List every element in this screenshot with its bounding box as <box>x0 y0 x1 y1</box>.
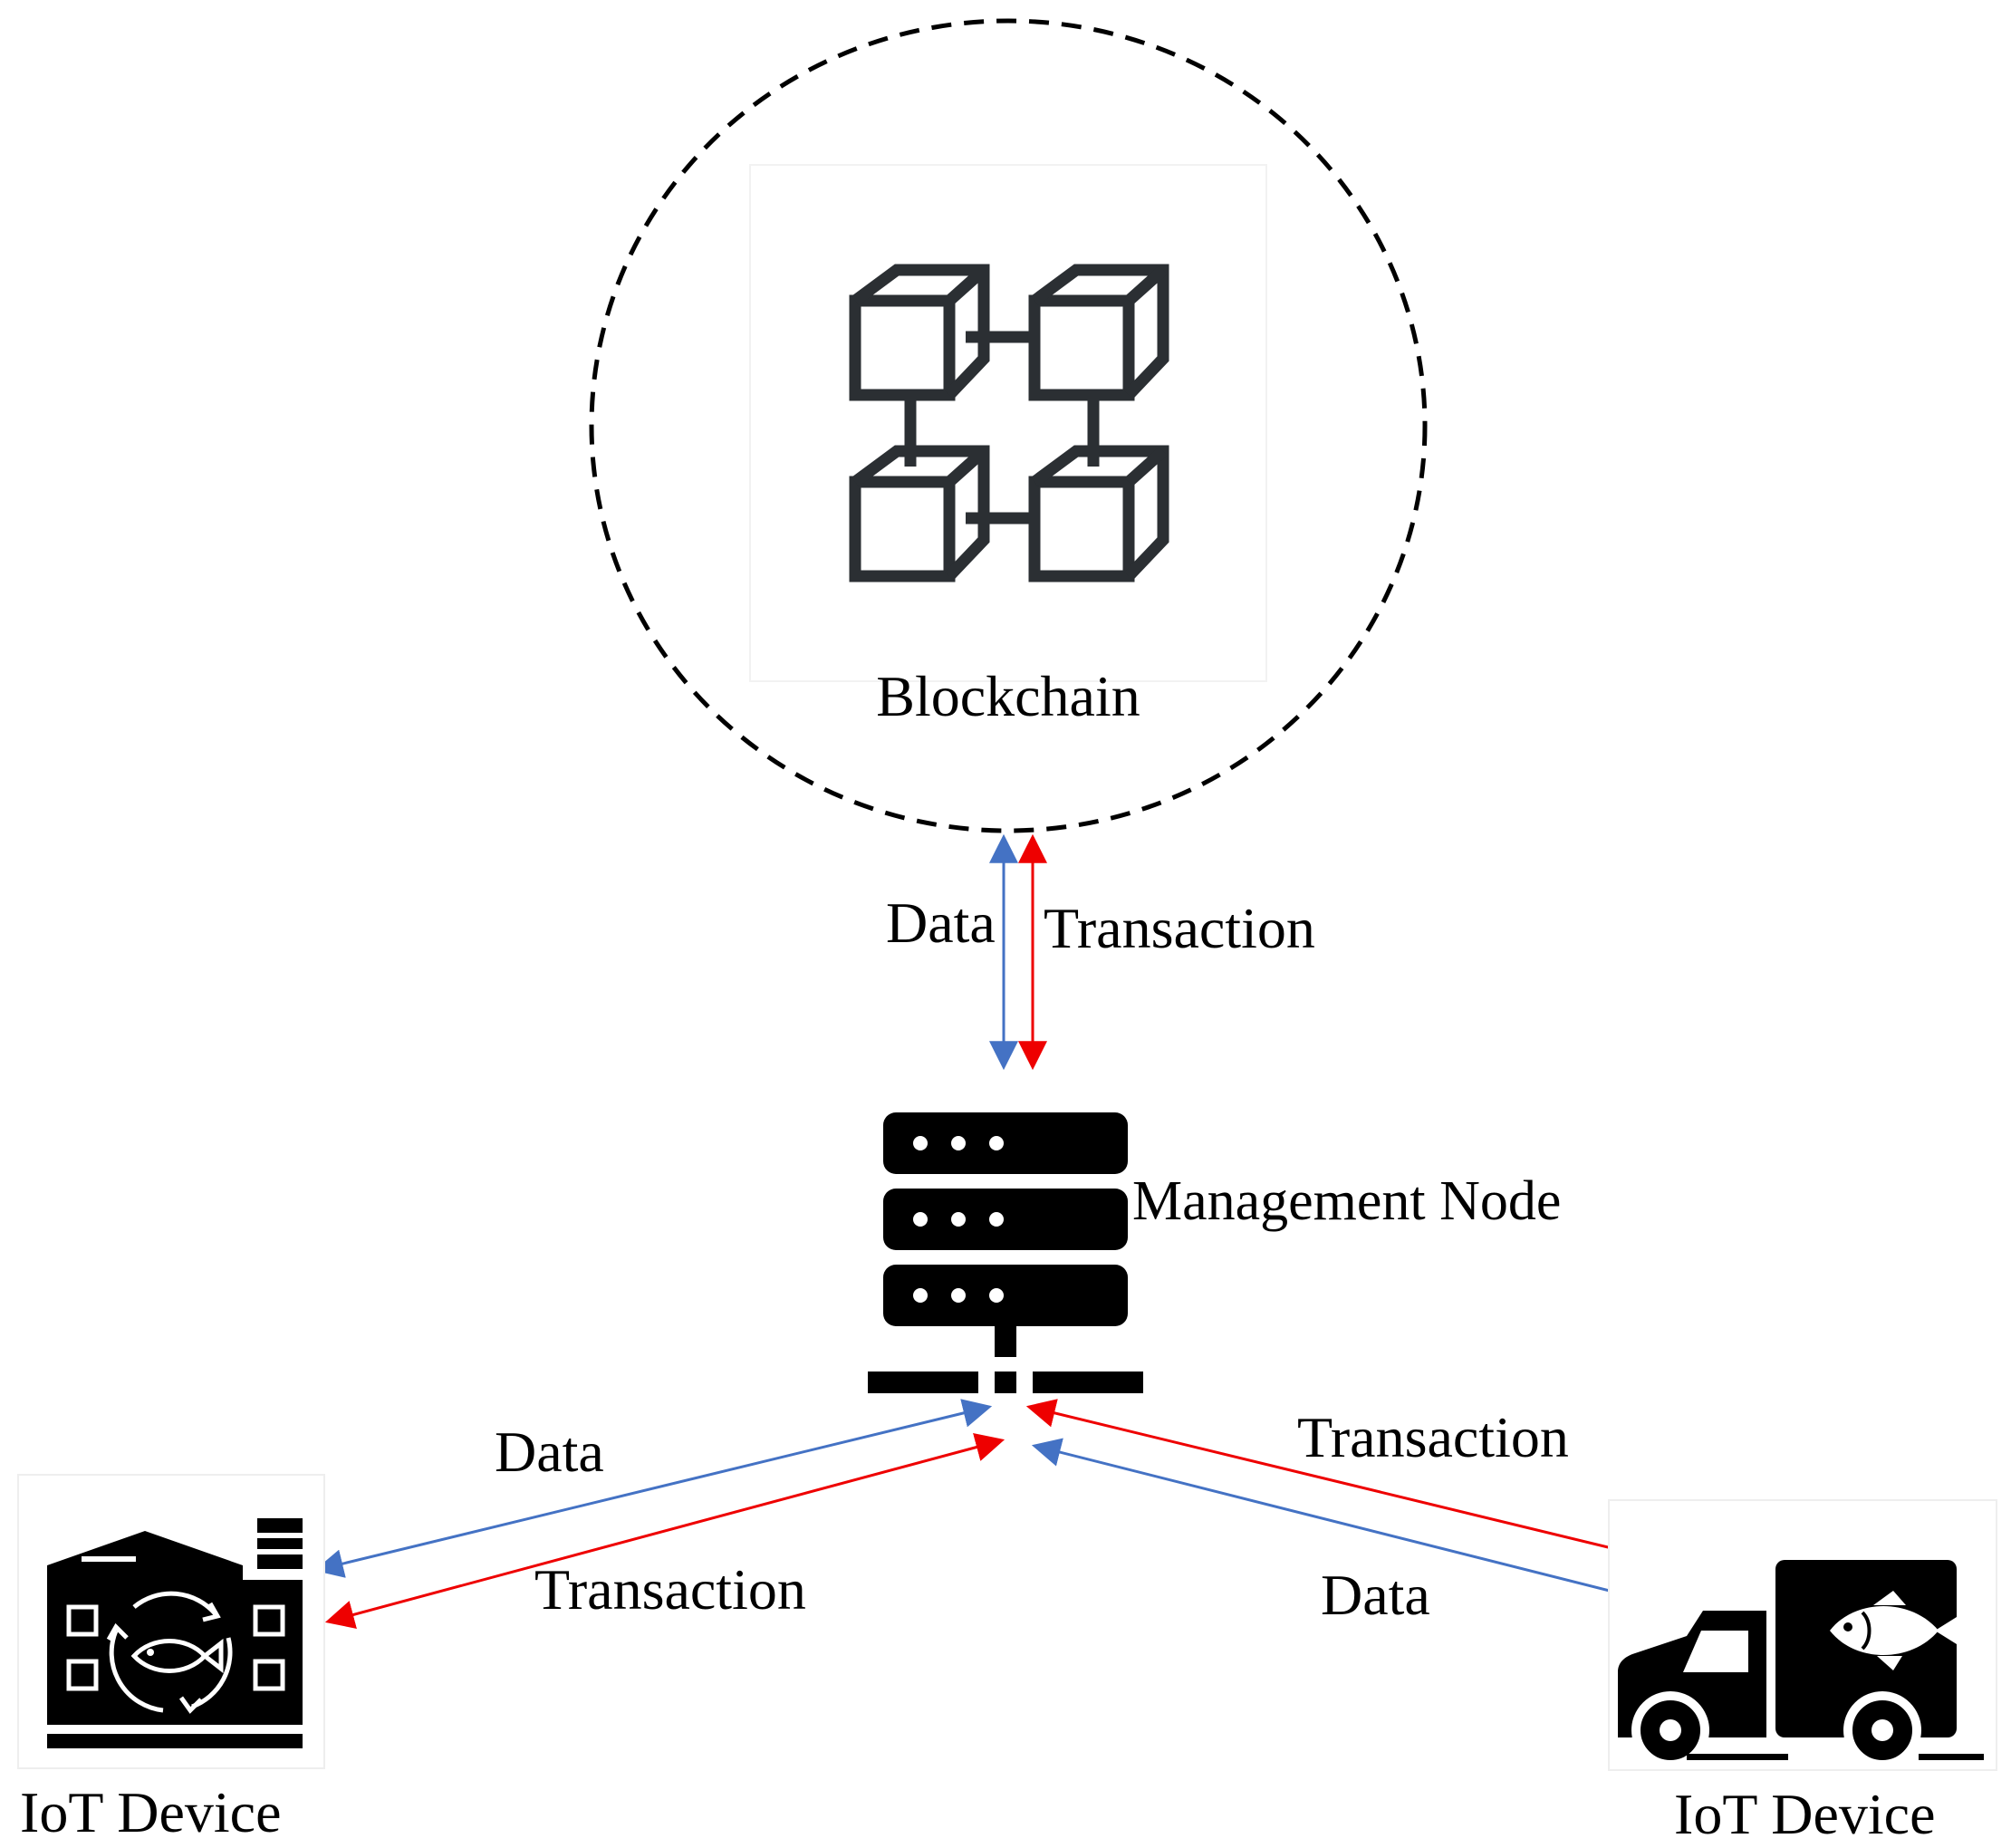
fish-factory-icon <box>47 1518 303 1748</box>
top-link: Data Transaction <box>886 833 1315 1071</box>
right-data-label: Data <box>1321 1563 1430 1627</box>
fish-delivery-truck-icon <box>1618 1560 1984 1769</box>
top-transaction-label: Transaction <box>1044 896 1315 960</box>
right-link: Transaction Data <box>1025 1399 1701 1627</box>
left-data-label: Data <box>495 1420 604 1484</box>
left-transaction-label: Transaction <box>534 1557 806 1622</box>
left-device-label: IoT Device <box>20 1780 281 1844</box>
blockchain-icon-frame <box>749 164 1267 682</box>
management-node-group: Management Node <box>868 1112 1561 1393</box>
right-transaction-label: Transaction <box>1297 1405 1569 1469</box>
left-data-arrow <box>313 1399 993 1578</box>
top-data-label: Data <box>886 890 996 955</box>
left-link: Data Transaction <box>313 1399 1006 1629</box>
right-device-label: IoT Device <box>1674 1782 1935 1846</box>
server-rack-icon <box>868 1112 1143 1393</box>
blockchain-boundary <box>589 18 1428 833</box>
right-iot-device-group: IoT Device <box>1608 1499 1997 1846</box>
blockchain-group: Blockchain <box>589 18 1428 833</box>
blockchain-cubes-icon <box>849 264 1169 582</box>
left-transaction-arrow <box>324 1433 1006 1629</box>
management-node-label: Management Node <box>1132 1170 1561 1232</box>
left-iot-device-group: IoT Device <box>17 1474 325 1844</box>
blockchain-label: Blockchain <box>876 664 1140 728</box>
right-data-arrow <box>1031 1438 1699 1621</box>
